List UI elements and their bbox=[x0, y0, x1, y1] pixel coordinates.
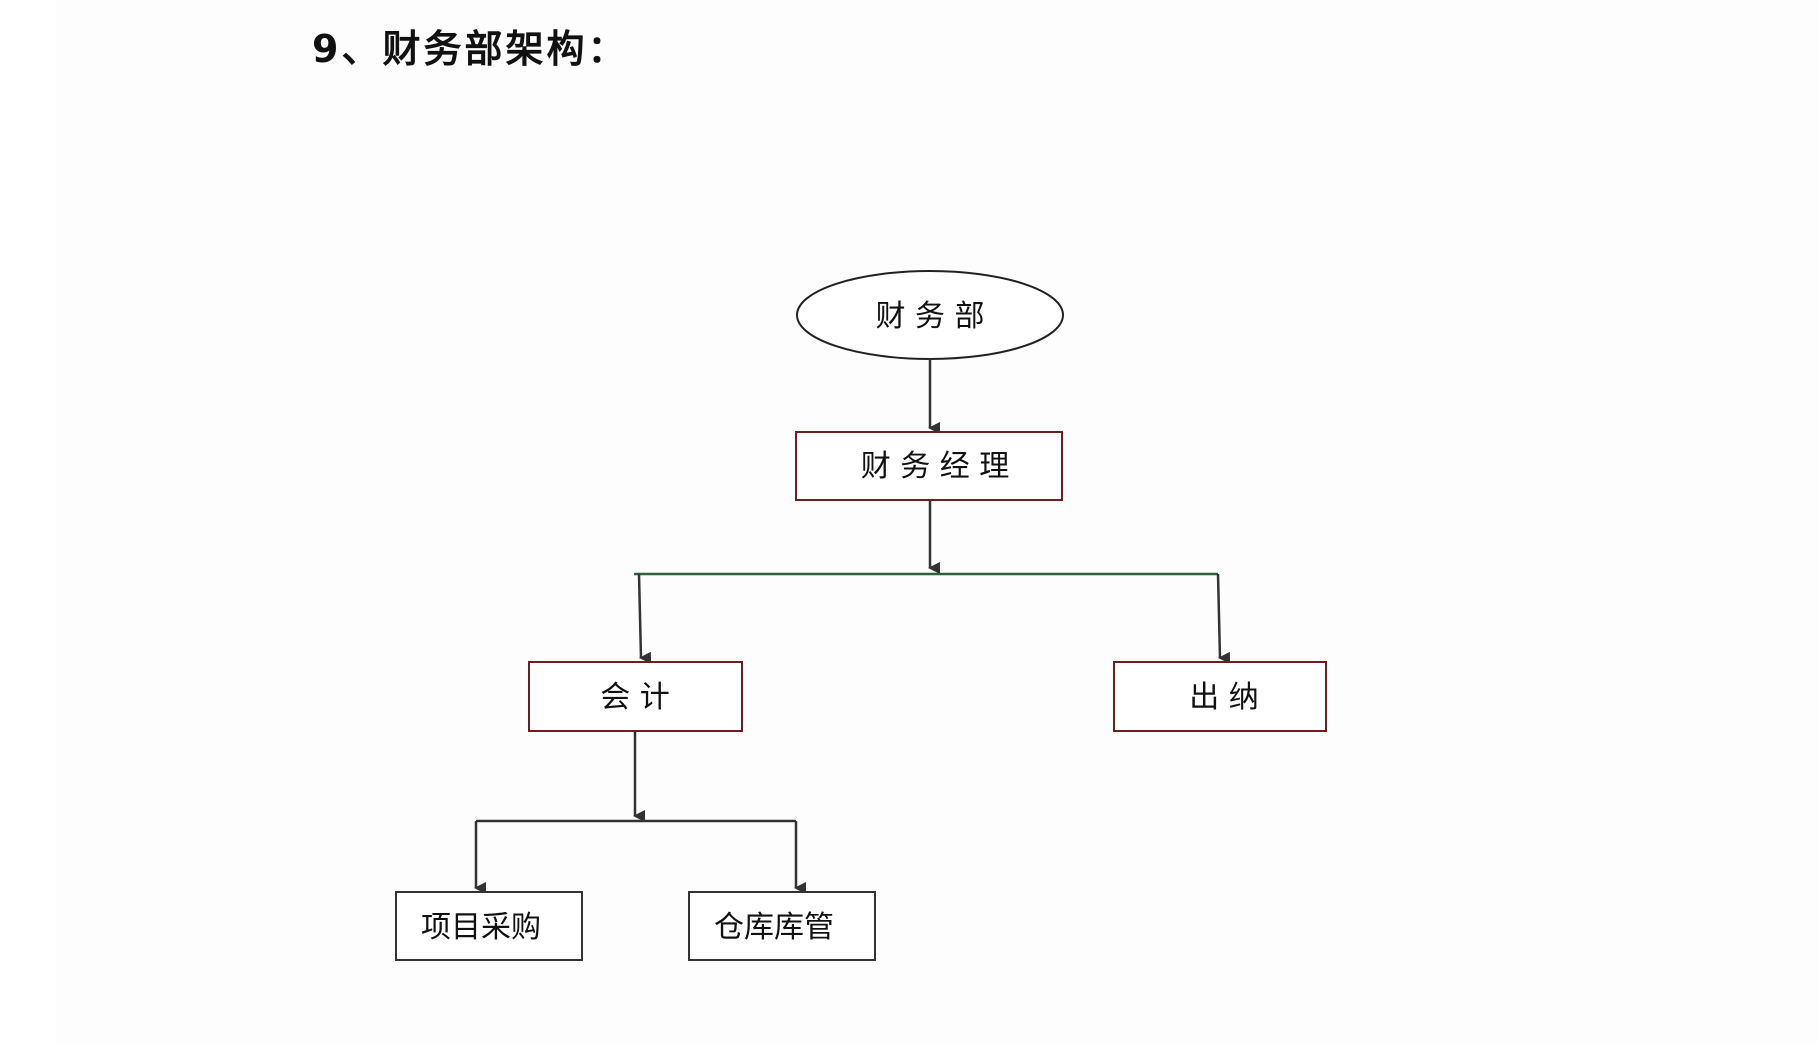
paper-sheet bbox=[56, 0, 1819, 1043]
node-label-accounting: 会 计 bbox=[600, 680, 670, 715]
node-cashier: 出 纳 bbox=[1113, 661, 1327, 732]
node-label-cashier: 出 纳 bbox=[1189, 680, 1259, 715]
node-shape-box bbox=[528, 661, 743, 732]
node-shape-box bbox=[1113, 661, 1327, 732]
node-project-procurement: 项目采购 bbox=[395, 891, 583, 961]
node-finance-department: 财 务 部 bbox=[796, 270, 1064, 360]
node-label-manager: 财 务 经 理 bbox=[861, 449, 1010, 484]
node-label-warehouse: 仓库库管 bbox=[714, 910, 834, 945]
node-label-procurement: 项目采购 bbox=[421, 910, 541, 945]
node-accounting: 会 计 bbox=[528, 661, 743, 732]
section-heading: 9、财务部架构： bbox=[312, 27, 629, 71]
connector-to-accounting bbox=[637, 573, 652, 664]
node-shape-box bbox=[795, 431, 1063, 501]
node-warehouse-management: 仓库库管 bbox=[688, 891, 876, 961]
node-label-root: 财 务 部 bbox=[875, 299, 984, 334]
connector-to-cashier bbox=[1216, 573, 1231, 664]
node-shape-box bbox=[395, 891, 583, 961]
node-shape-box bbox=[688, 891, 876, 961]
node-finance-manager: 财 务 经 理 bbox=[795, 431, 1063, 501]
